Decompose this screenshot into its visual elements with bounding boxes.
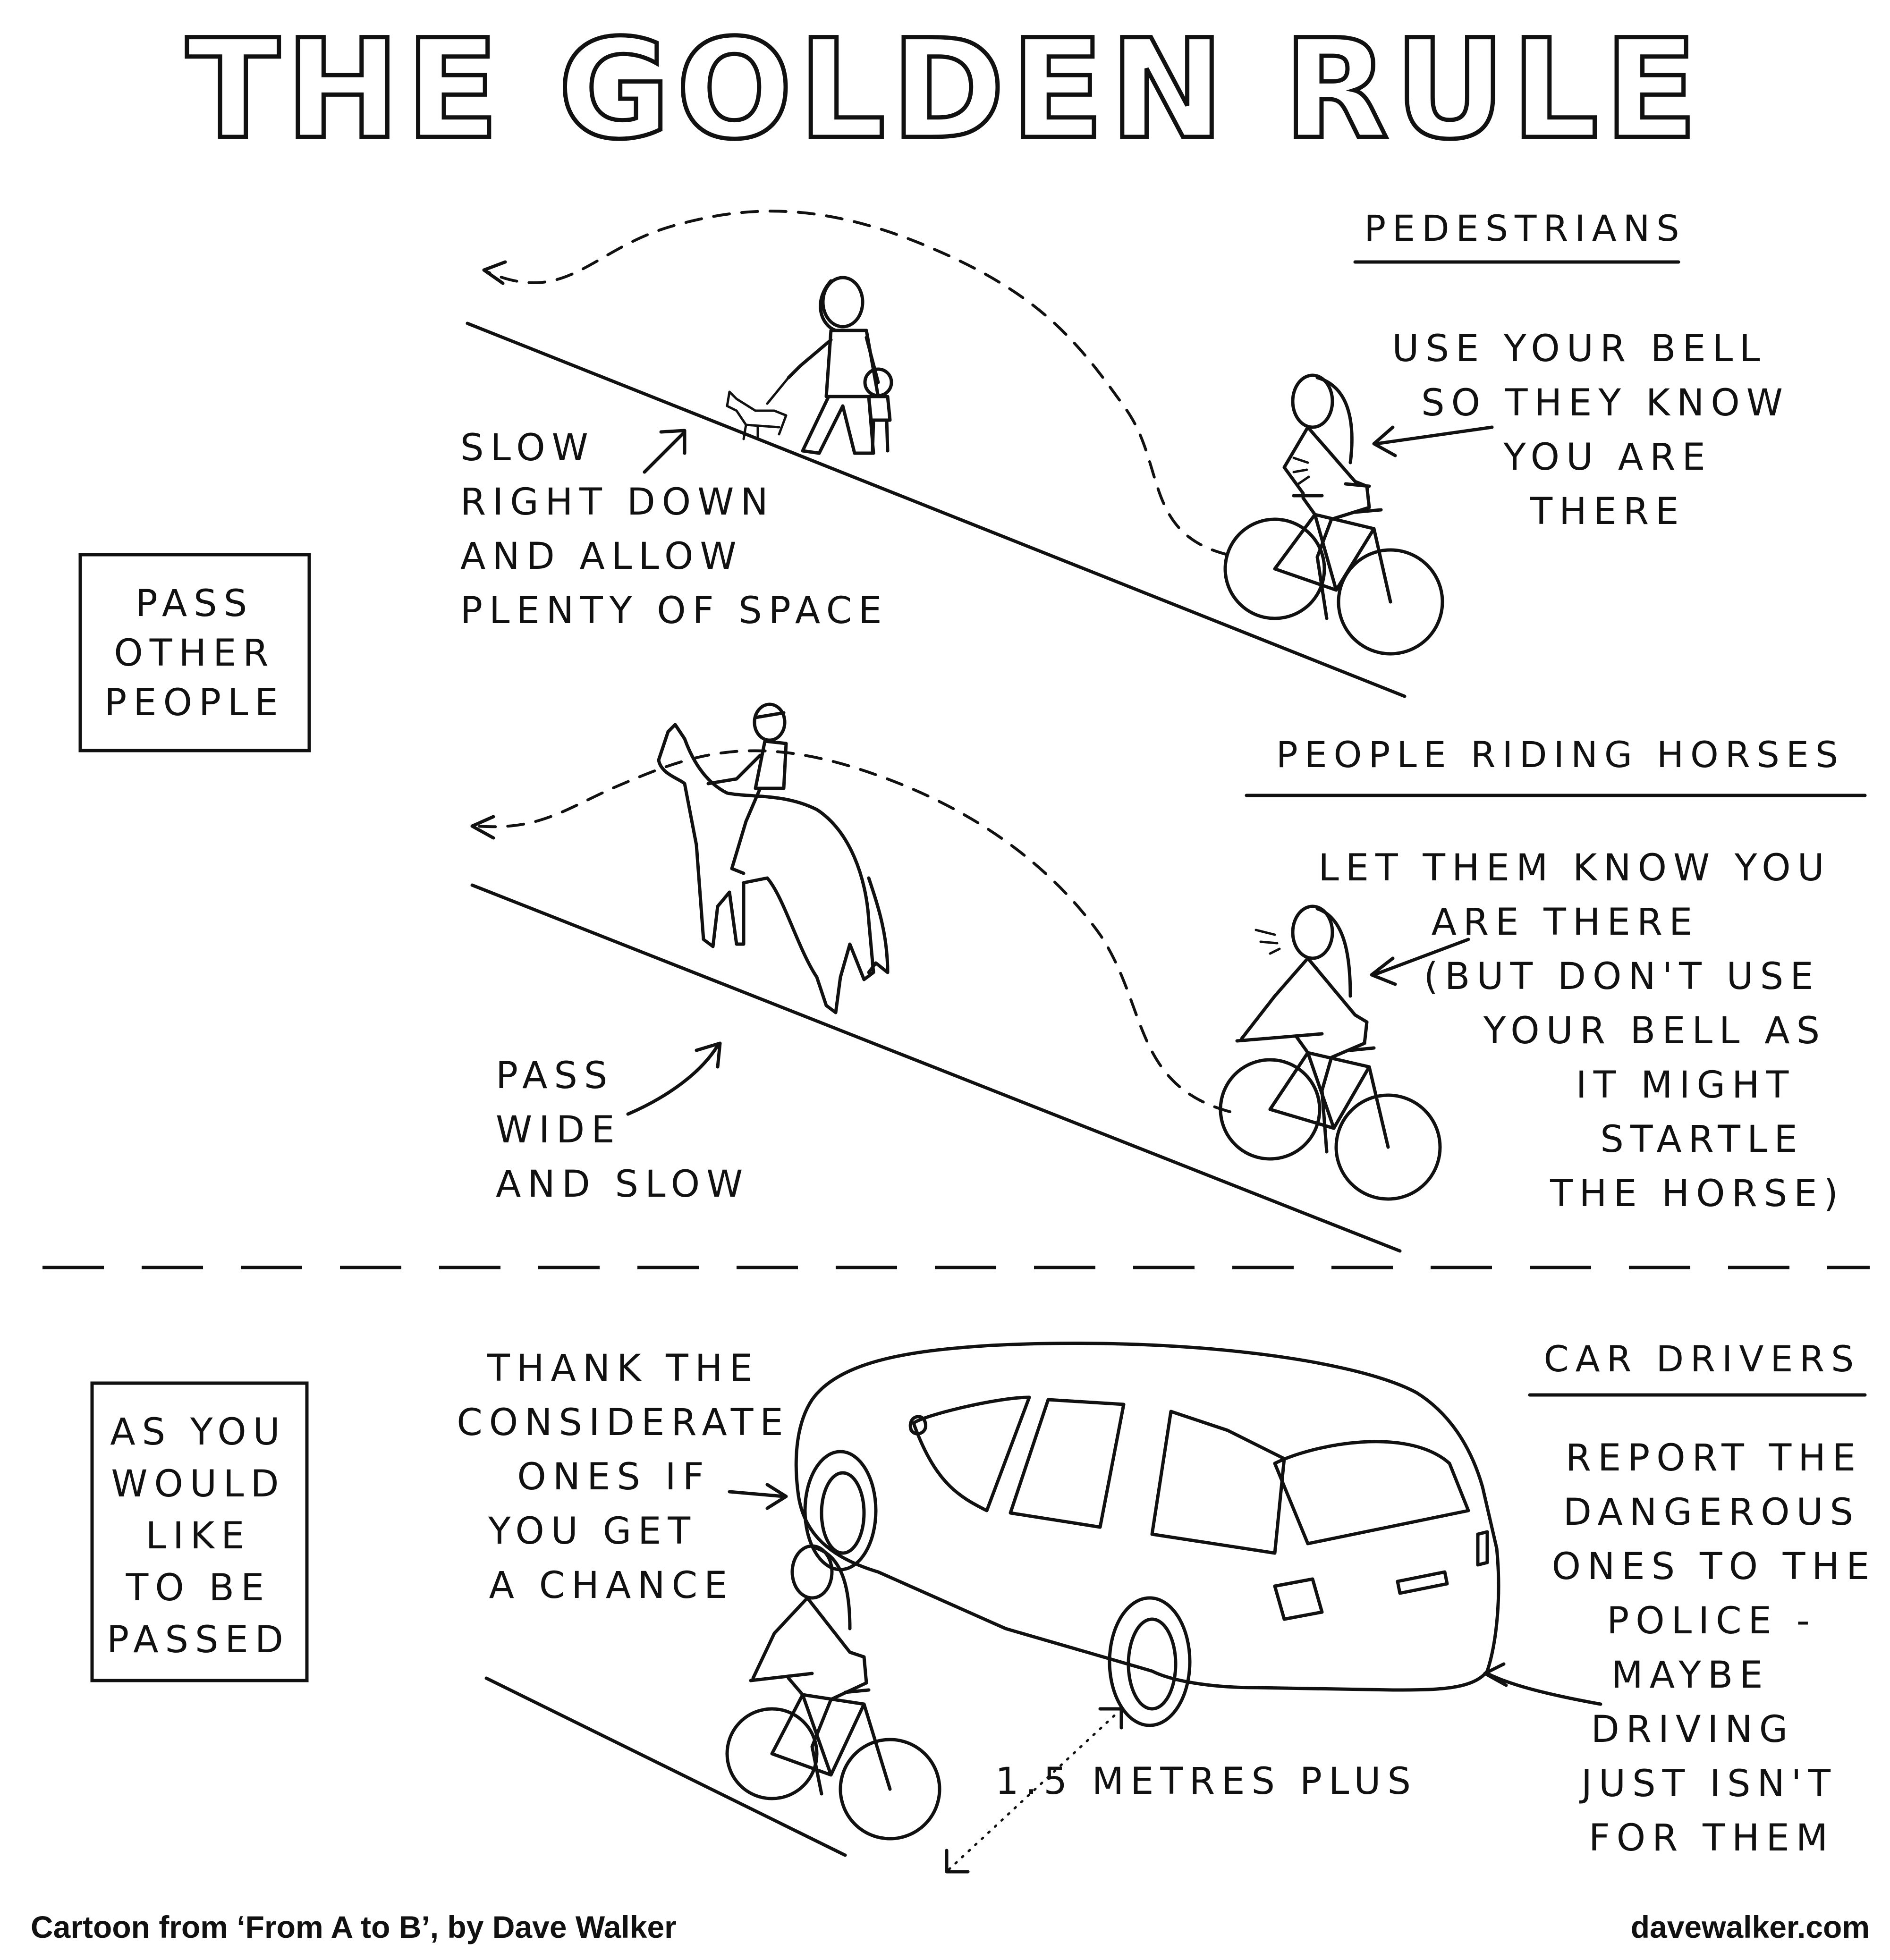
cars-heading: CAR DRIVERS [1544,1338,1861,1380]
side-box-bottom-line: WOULD [111,1463,285,1505]
pedestrians-path-arrowhead [482,260,507,285]
horses-advice-line: (BUT DON'T USE [1424,955,1820,998]
cars-advice-line: REPORT THE [1566,1437,1862,1479]
side-box-top-line: OTHER [114,632,275,675]
bell-ring-icon [1292,456,1310,485]
footer-site: davewalker.com [1631,1909,1870,1944]
cars-advice-line: MAYBE [1611,1654,1769,1697]
pedestrian-family-icon [787,276,893,455]
side-box-top-text: PASS OTHER PEOPLE [104,583,285,724]
side-box-top-line: PEOPLE [104,682,285,724]
pedestrians-advice-line: YOU ARE [1503,436,1712,479]
horses-caption: PASS WIDE AND SLOW [496,1055,749,1206]
pedestrians-advice: USE YOUR BELL SO THEY KNOW YOU ARE THERE [1392,328,1789,533]
pedestrians-passing-path [485,210,1229,556]
horses-passing-path [475,749,1231,1113]
side-box-top-line: PASS [136,583,254,625]
cars-advice-line: FOR THEM [1589,1817,1834,1859]
horse-rider-icon [657,702,890,1014]
cyclist-icon [1223,373,1444,656]
cyclist-icon [1219,904,1442,1201]
cars-caption-line: ONES IF [517,1456,710,1498]
cars-caption-line: THANK THE [487,1347,759,1390]
cars-advice-line: POLICE - [1607,1600,1816,1642]
distance-arrowhead-start [945,1849,970,1874]
distance-arrowhead-end [1098,1707,1123,1730]
side-box-bottom-text: AS YOU WOULD LIKE TO BE PASSED [107,1411,290,1661]
horses-path-arrowhead [470,815,495,840]
cars-caption-line: CONSIDERATE [457,1402,789,1444]
page-title: THE GOLDEN RULE [186,10,1703,169]
horses-advice-arrow [1370,938,1470,986]
cars-caption: THANK THE CONSIDERATE ONES IF YOU GET A … [457,1347,789,1607]
pedestrians-caption-line: AND ALLOW [460,535,743,578]
horses-caption-line: WIDE [496,1109,621,1151]
pedestrians-caption-line: SLOW [460,427,595,469]
side-box-bottom-line: TO BE [126,1567,271,1609]
horses-advice-line: IT MIGHT [1576,1064,1796,1107]
horses-advice-line: THE HORSE) [1550,1173,1845,1215]
horses-caption-arrow [626,1041,722,1116]
car-icon [794,1342,1500,1727]
side-box-pass-other-people [78,553,311,752]
pedestrians-heading: PEDESTRIANS [1364,207,1686,249]
voice-lines-icon [1254,929,1281,955]
cars-road-edge [484,1676,847,1857]
cars-caption-line: YOU GET [488,1510,697,1553]
cars-advice-line: DRIVING [1591,1708,1794,1751]
pedestrians-caption-line: RIGHT DOWN [460,481,775,524]
horses-heading: PEOPLE RIDING HORSES [1276,734,1845,776]
pedestrians-caption-line: PLENTY OF SPACE [460,590,889,632]
horses-advice-line: LET THEM KNOW YOU [1318,847,1831,889]
cars-advice: REPORT THE DANGEROUS ONES TO THE POLICE … [1552,1437,1876,1859]
dog-icon [726,376,790,440]
pedestrians-advice-line: SO THEY KNOW [1421,382,1789,424]
pedestrians-advice-line: USE YOUR BELL [1392,328,1766,370]
horses-caption-line: AND SLOW [496,1163,749,1206]
distance-label: 1.5 METRES PLUS [995,1760,1417,1803]
cars-caption-line: A CHANCE [489,1564,734,1607]
horses-caption-line: PASS [496,1055,614,1097]
horses-advice-line: YOUR BELL AS [1483,1010,1826,1052]
pedestrians-road-edge [466,321,1407,698]
pedestrians-advice-arrow [1372,425,1494,457]
horses-advice-line: STARTLE [1600,1118,1804,1161]
side-box-bottom-line: PASSED [107,1619,290,1661]
side-box-bottom-line: LIKE [146,1515,251,1557]
cars-advice-line: ONES TO THE [1552,1546,1876,1588]
horses-advice: LET THEM KNOW YOU ARE THERE (BUT DON'T U… [1318,847,1845,1215]
horses-advice-line: ARE THERE [1432,901,1699,944]
horses-road-edge [470,883,1402,1253]
pedestrians-caption: SLOW RIGHT DOWN AND ALLOW PLENTY OF SPAC… [460,427,889,632]
pedestrians-caption-arrow [643,429,687,474]
cars-advice-line: JUST ISN'T [1579,1763,1837,1805]
side-box-as-you-would-like [90,1381,309,1682]
pedestrians-advice-line: THERE [1529,490,1685,533]
cars-advice-line: DANGEROUS [1563,1491,1860,1534]
cars-advice-arrow [1483,1662,1602,1706]
side-box-bottom-line: AS YOU [110,1411,287,1453]
cars-caption-arrow [728,1483,788,1510]
distance-indicator [948,1710,1120,1871]
cyclist-icon [725,1544,941,1841]
footer-credit: Cartoon from ‘From A to B’, by Dave Walk… [31,1909,677,1944]
